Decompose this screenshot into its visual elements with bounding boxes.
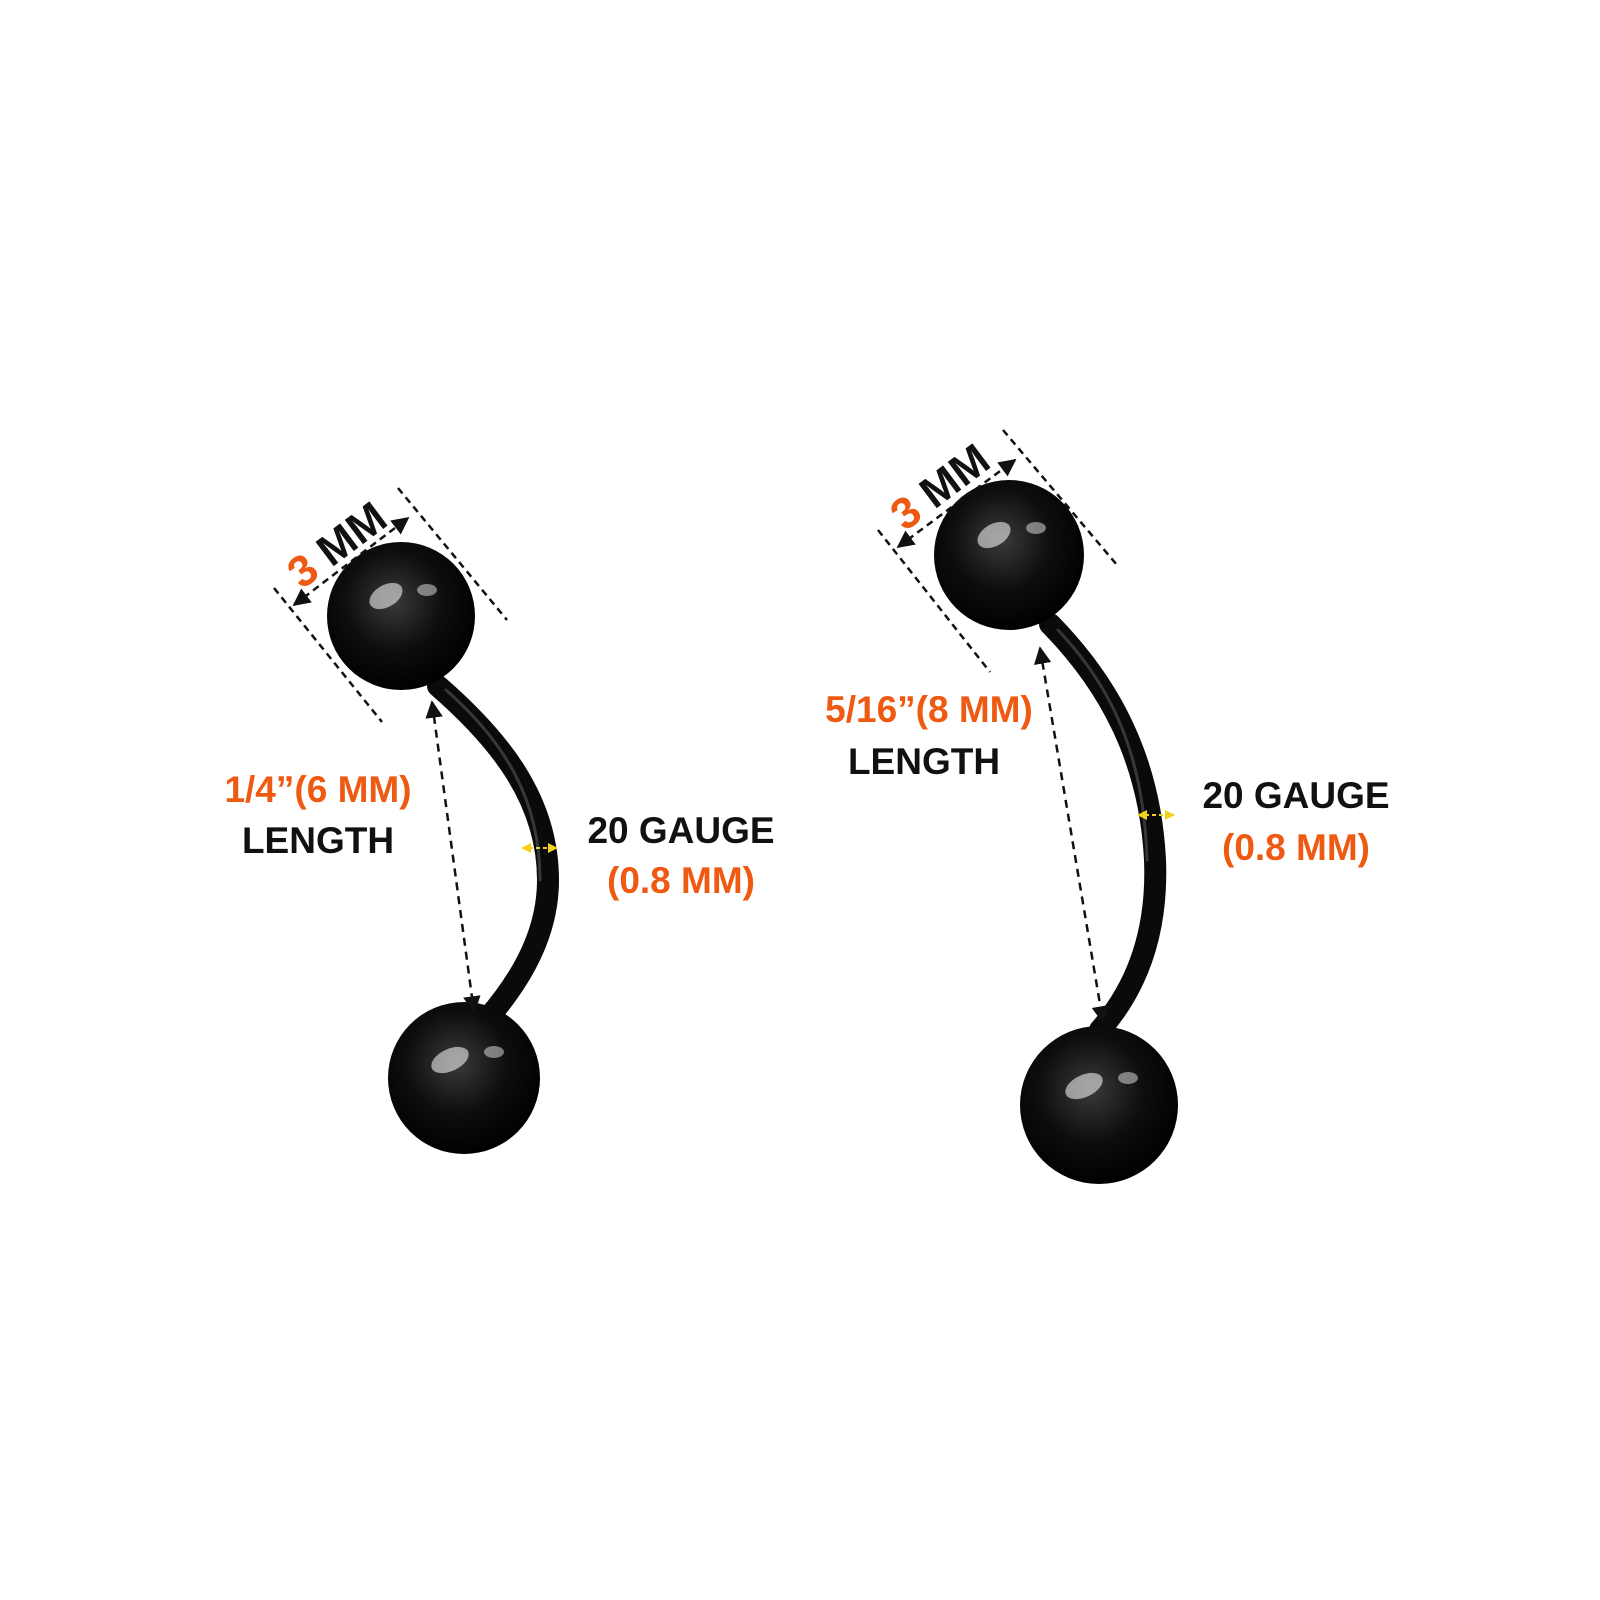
ball-highlight (1026, 522, 1046, 534)
length-dimension-left (425, 700, 481, 1014)
gauge-word-right: 20 GAUGE (1202, 775, 1389, 816)
length-dimension-right (1033, 646, 1110, 1024)
curved-bar (427, 675, 560, 1029)
length-word-right: LENGTH (848, 741, 1000, 782)
ball-highlight (431, 1046, 469, 1074)
ball-highlight (1118, 1072, 1138, 1084)
barbell-right (934, 480, 1178, 1184)
ball-highlight (1065, 1072, 1103, 1100)
length-word-left: LENGTH (242, 820, 394, 861)
ball-highlight (484, 1046, 504, 1058)
ball-size-dimension-left (273, 487, 508, 723)
bottom-ball (388, 1002, 540, 1154)
curved-bar (1039, 613, 1167, 1041)
gauge-mm-left: (0.8 MM) (607, 860, 755, 901)
gauge-word-left: 20 GAUGE (587, 810, 774, 851)
gauge-mm-right: (0.8 MM) (1222, 827, 1370, 868)
bottom-ball (1020, 1026, 1178, 1184)
length-value-right: 5/16”(8 MM) (825, 689, 1033, 730)
length-value-left: 1/4”(6 MM) (224, 769, 411, 810)
ball-highlight (417, 584, 437, 596)
ball-size-dimension-right (877, 429, 1118, 673)
